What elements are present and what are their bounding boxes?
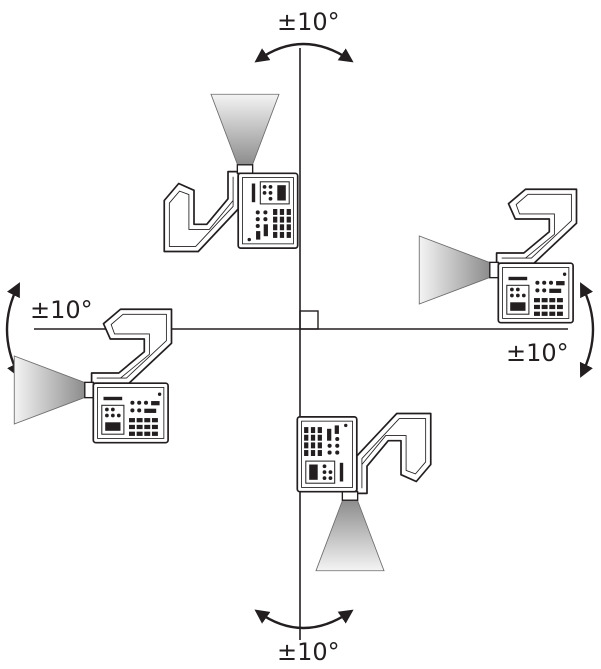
tilt-label-left: ±10° xyxy=(30,296,93,324)
top-tilt-arrow xyxy=(254,42,354,63)
tilt-label-bottom: ±10° xyxy=(277,638,340,666)
projector-top xyxy=(163,93,299,253)
projector-bottom xyxy=(296,412,432,572)
bottom-tilt-arrow xyxy=(254,609,354,630)
projector-right xyxy=(418,188,578,324)
tilt-label-top: ±10° xyxy=(277,8,340,36)
right-angle-marker xyxy=(299,310,319,330)
right-tilt-arrow xyxy=(579,282,595,378)
tilt-label-right: ±10° xyxy=(506,339,569,367)
